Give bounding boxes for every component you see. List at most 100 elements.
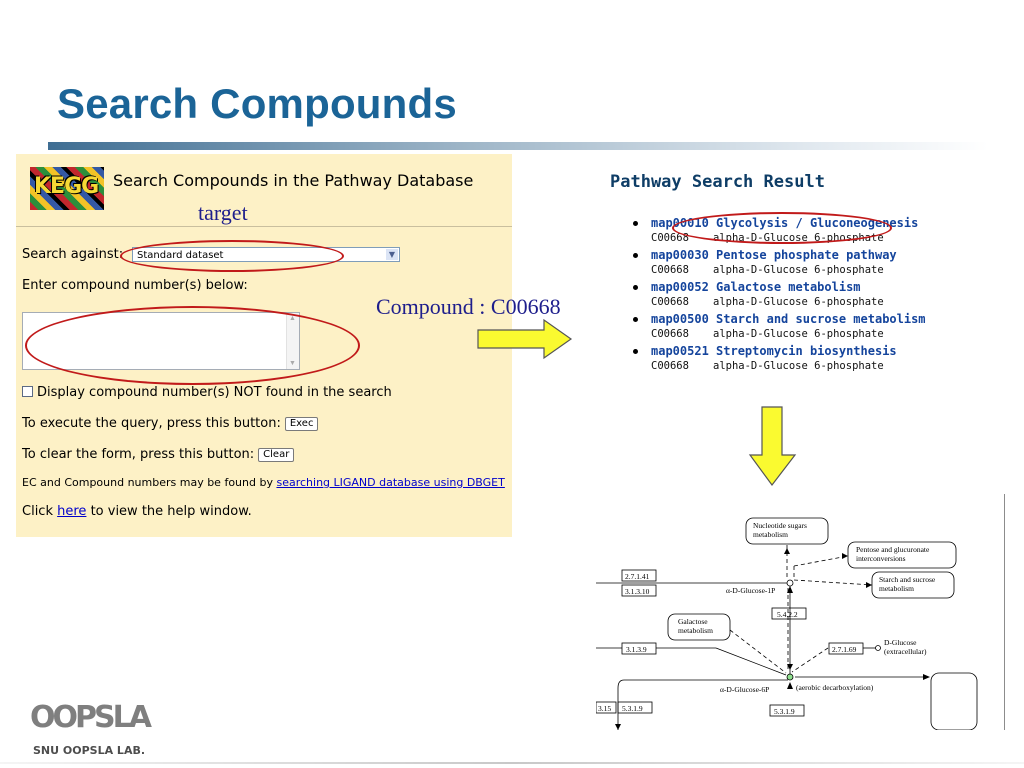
bullet-icon	[633, 253, 638, 258]
map-label: Starch and sucrose	[879, 575, 936, 584]
result-item: map00030 Pentose phosphate pathway C0066…	[610, 248, 970, 280]
title-divider	[48, 142, 988, 150]
enzyme-box[interactable]	[771, 607, 807, 620]
ec-text: EC and Compound numbers may be found by	[22, 476, 273, 489]
compound-name: alpha-D-Glucose 6-phosphate	[713, 296, 884, 308]
arrowhead	[842, 553, 848, 559]
compound-id: C00668	[651, 296, 689, 308]
map-label: Pentose and glucuronate	[856, 545, 930, 554]
enzyme-box[interactable]	[621, 584, 657, 597]
map-label: Nucleotide sugars	[753, 521, 807, 530]
result-highlight-ellipse	[672, 212, 892, 244]
clear-label: To clear the form, press this button:	[22, 447, 255, 462]
map-label: metabolism	[678, 626, 713, 635]
clear-button[interactable]: Clear	[258, 448, 295, 462]
panel-heading: Search Compounds in the Pathway Database	[113, 171, 474, 190]
arrowhead	[784, 548, 790, 554]
execute-label: To execute the query, press this button:	[22, 416, 281, 431]
pathway-link[interactable]: map00052 Galactose metabolism	[651, 280, 861, 294]
help-link[interactable]: here	[57, 504, 87, 519]
pathway-link[interactable]: map00030 Pentose phosphate pathway	[651, 248, 897, 262]
enzyme-label: 3.15	[598, 704, 611, 713]
compound-label: (extracellular)	[884, 647, 927, 656]
enzyme-label: 2.7.1.69	[832, 645, 857, 654]
map-label: (aerobic decarboxylation)	[796, 683, 874, 692]
pathway-map: Nucleotide sugars metabolism Pentose and…	[596, 517, 978, 730]
glucose-6p-node[interactable]	[786, 673, 794, 681]
display-not-found-label: Display compound number(s) NOT found in …	[37, 385, 392, 400]
arrowhead	[615, 724, 621, 730]
click-text: Click	[22, 504, 53, 519]
ligand-search-link[interactable]: searching LIGAND database using DBGET	[276, 476, 505, 489]
enzyme-label: 3.1.3.10	[625, 587, 650, 596]
compound-label: α-D-Glucose-6P	[720, 685, 769, 694]
result-title: Pathway Search Result	[610, 172, 825, 192]
pentose-box[interactable]	[847, 541, 957, 569]
nucleotide-sugars-box[interactable]	[745, 517, 829, 545]
compound-annotation: Compound : C00668	[376, 294, 561, 319]
result-item: map00521 Streptomycin biosynthesis C0066…	[610, 344, 970, 376]
kegg-logo: KEGG	[30, 167, 104, 210]
arrowhead	[866, 582, 872, 588]
display-not-found-row: Display compound number(s) NOT found in …	[22, 385, 392, 400]
enzyme-box[interactable]	[769, 704, 805, 717]
right-arrow-icon	[477, 318, 573, 360]
help-text: to view the help window.	[90, 504, 252, 519]
enzyme-label: 5.3.1.9	[774, 707, 795, 716]
result-item: map00052 Galactose metabolism C00668 alph…	[610, 280, 970, 312]
galactose-box[interactable]	[667, 613, 731, 641]
kegg-search-panel: KEGG Search Compounds in the Pathway Dat…	[16, 154, 512, 537]
next-pathway-box[interactable]	[930, 672, 978, 730]
map-label: interconversions	[856, 554, 906, 563]
search-against-label: Search against:	[22, 247, 124, 262]
help-row: Click here to view the help window.	[22, 504, 252, 519]
pathway-link[interactable]: map00521 Streptomycin biosynthesis	[651, 344, 897, 358]
bullet-icon	[633, 285, 638, 290]
compound-name: alpha-D-Glucose 6-phosphate	[713, 264, 884, 276]
bullet-icon	[633, 317, 638, 322]
arrowhead	[787, 682, 793, 689]
compound-id: C00668	[651, 328, 689, 340]
oopsla-logo: OOPSLA	[30, 700, 152, 735]
input-highlight-ellipse	[25, 306, 360, 385]
enzyme-label: 2.7.1.41	[625, 572, 650, 581]
compound-label: D-Glucose	[884, 638, 917, 647]
enzyme-label: 3.1.3.9	[626, 645, 647, 654]
compound-id: C00668	[651, 264, 689, 276]
panel-divider	[16, 226, 512, 227]
pathway-link[interactable]: map00500 Starch and sucrose metabolism	[651, 312, 926, 326]
map-label: metabolism	[753, 530, 788, 539]
enzyme-label: 5.4.2.2	[777, 610, 798, 619]
exec-button[interactable]: Exec	[284, 417, 319, 431]
slide-title: Search Compounds	[57, 80, 457, 127]
lab-name: SNU OOPSLA LAB.	[33, 744, 146, 757]
d-glucose-node[interactable]	[875, 645, 881, 651]
execute-row: To execute the query, press this button:…	[22, 416, 319, 431]
enzyme-label: 5.3.1.9	[622, 704, 643, 713]
down-arrow-icon	[748, 406, 797, 487]
bullet-icon	[633, 221, 638, 226]
display-not-found-checkbox[interactable]	[22, 386, 33, 397]
arrowhead	[787, 586, 793, 593]
target-highlight-ellipse	[120, 240, 344, 272]
ec-row: EC and Compound numbers may be found by …	[22, 476, 505, 489]
compound-id: C00668	[651, 360, 689, 372]
glucose-1p-node[interactable]	[786, 579, 794, 587]
enzyme-box[interactable]	[828, 642, 864, 655]
compound-entry: C00668 alpha-D-Glucose 6-phosphate	[651, 295, 970, 309]
clear-row: To clear the form, press this button:Cle…	[22, 447, 295, 462]
pathway-search-result: Pathway Search Result map00010 Glycolysi…	[610, 172, 926, 372]
result-item: map00500 Starch and sucrose metabolism C…	[610, 312, 970, 344]
chevron-down-icon[interactable]: ▼	[386, 249, 398, 260]
enzyme-box[interactable]	[621, 569, 657, 582]
footer-divider	[0, 762, 1024, 764]
bullet-icon	[633, 349, 638, 354]
map-label: Galactose	[678, 617, 708, 626]
target-annotation: target	[198, 200, 248, 225]
compound-id: C00668	[651, 232, 689, 244]
enzyme-box[interactable]	[621, 642, 657, 655]
compound-label: α-D-Glucose-1P	[726, 586, 775, 595]
enzyme-box[interactable]	[596, 701, 617, 714]
